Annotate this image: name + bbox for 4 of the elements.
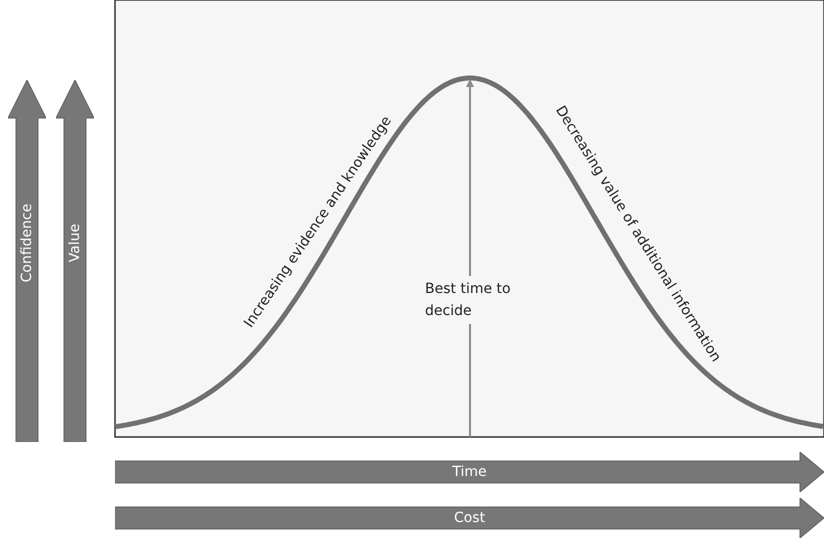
arrow-label: Time [452, 464, 487, 480]
arrow-label: Value [67, 224, 83, 262]
arrow-label: Confidence [19, 204, 35, 282]
arrow-label: Cost [454, 510, 486, 526]
